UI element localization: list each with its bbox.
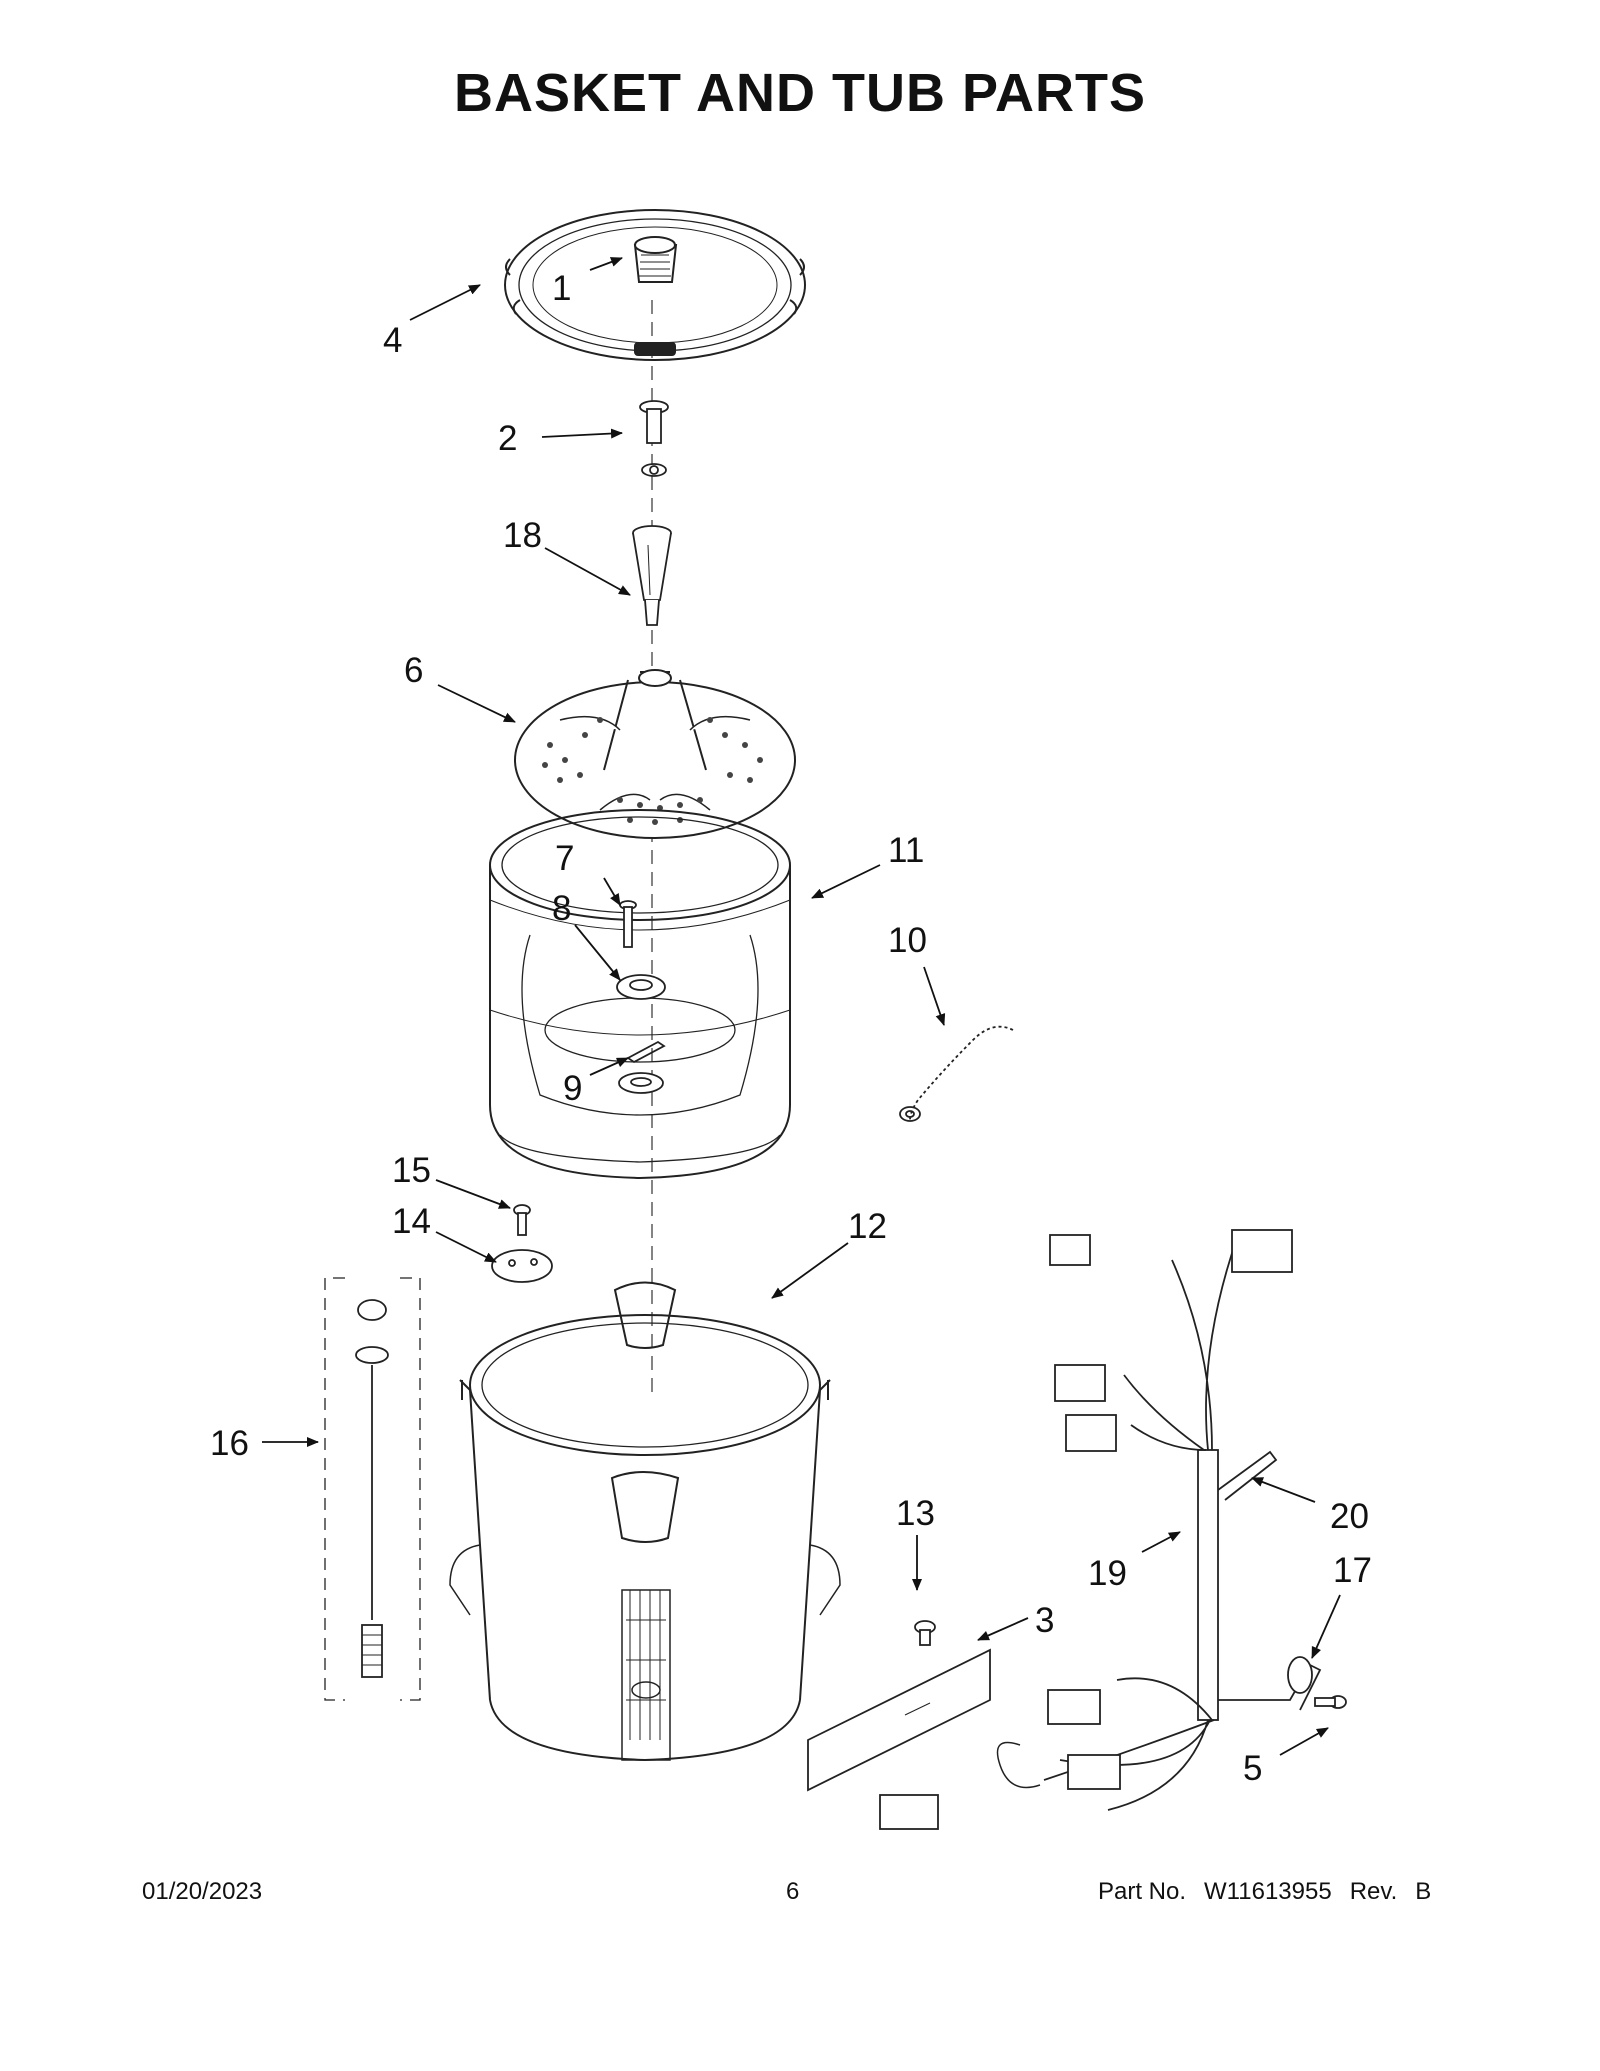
part-number-value: W11613955 xyxy=(1204,1878,1332,1905)
callout-2: 2 xyxy=(498,419,517,458)
callout-14: 14 xyxy=(392,1202,431,1241)
tub-ring-part xyxy=(504,209,806,361)
callout-5: 5 xyxy=(1243,1749,1262,1788)
callout-17: 17 xyxy=(1333,1551,1372,1590)
callout-labels: 1 4 2 18 6 7 8 9 10 11 15 14 12 16 13 3 … xyxy=(210,269,1372,1788)
callout-8: 8 xyxy=(552,889,571,928)
hub-part xyxy=(616,974,666,1000)
callout-4: 4 xyxy=(383,321,402,360)
impeller-part xyxy=(514,669,796,839)
part-number-label: Part No. xyxy=(1098,1878,1187,1905)
base-hub-part xyxy=(618,1072,664,1094)
callout-7: 7 xyxy=(555,839,574,878)
basket-part xyxy=(489,809,791,1180)
outer-tub-part xyxy=(449,1281,841,1762)
pressure-sensor-assembly xyxy=(324,1277,421,1701)
callout-10: 10 xyxy=(888,921,927,960)
callout-13: 13 xyxy=(896,1494,935,1533)
clamp-part xyxy=(1287,1656,1313,1694)
strap-part xyxy=(899,1025,1014,1122)
control-board-part xyxy=(807,1648,991,1792)
callout-6: 6 xyxy=(404,651,423,690)
callout-15: 15 xyxy=(392,1151,431,1190)
footer-page-number: 6 xyxy=(786,1878,800,1905)
callout-12: 12 xyxy=(848,1207,887,1246)
footer-date: 01/20/2023 xyxy=(142,1878,263,1905)
clip-part xyxy=(626,1040,666,1064)
screw-part xyxy=(619,900,637,948)
callout-18: 18 xyxy=(503,516,542,555)
small-screw-part xyxy=(513,1204,531,1236)
ground-screw-part xyxy=(1314,1695,1347,1709)
cone-bolt-part xyxy=(632,525,672,626)
footer-part-info: Part No. W11613955 Rev. B xyxy=(1098,1878,1431,1906)
revision-value: B xyxy=(1415,1878,1432,1905)
cover-plate-part xyxy=(491,1249,553,1283)
callout-20: 20 xyxy=(1330,1497,1369,1536)
wire-harness-part xyxy=(879,1229,1322,1830)
callout-19: 19 xyxy=(1088,1554,1127,1593)
cap-part xyxy=(633,236,678,283)
callout-9: 9 xyxy=(563,1069,582,1108)
revision-label: Rev. xyxy=(1349,1878,1398,1905)
board-screw-part xyxy=(914,1620,936,1646)
callout-11: 11 xyxy=(888,831,924,870)
bolt-part xyxy=(639,400,669,477)
leader-arrows xyxy=(262,257,1341,1756)
page-title: BASKET AND TUB PARTS xyxy=(454,63,1146,123)
callout-3: 3 xyxy=(1035,1601,1054,1640)
callout-1: 1 xyxy=(552,269,571,308)
callout-16: 16 xyxy=(210,1424,249,1463)
